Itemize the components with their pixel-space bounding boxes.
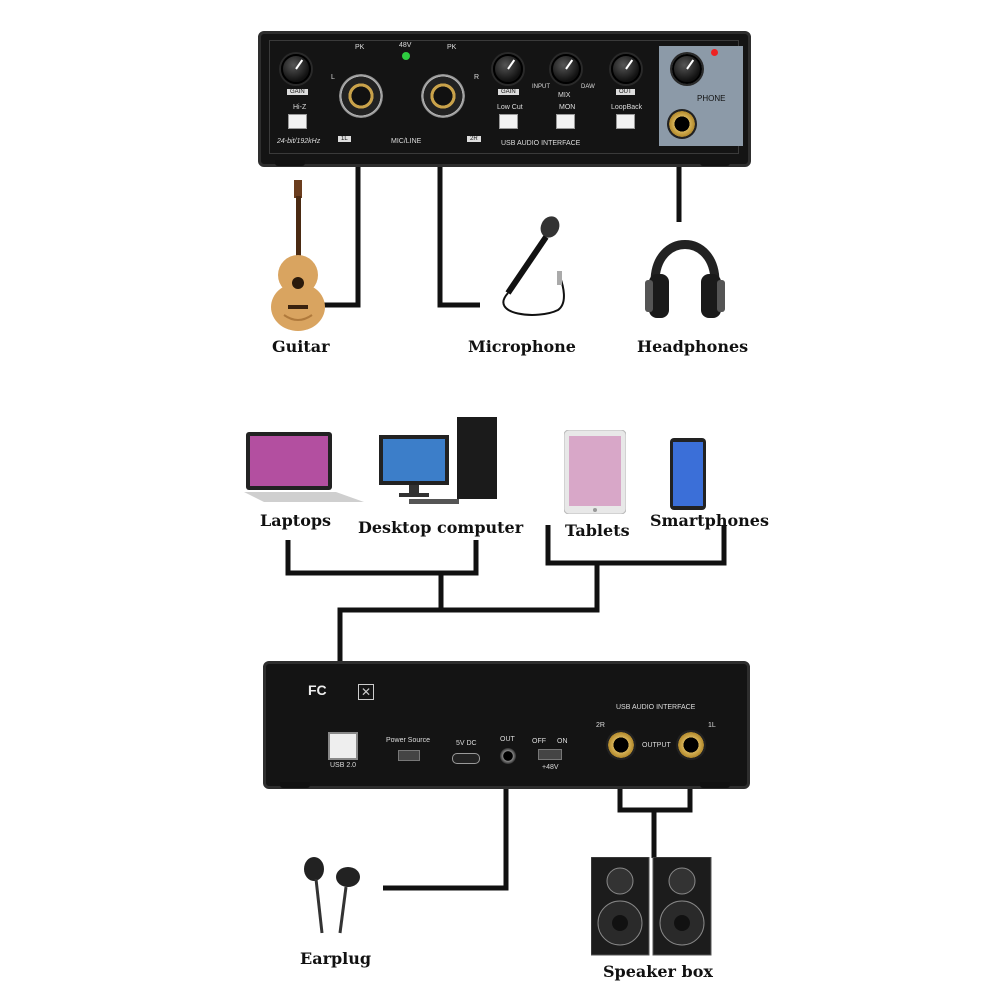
out-knob[interactable] bbox=[611, 54, 641, 84]
usb-label: USB 2.0 bbox=[330, 762, 357, 769]
guitar-wire bbox=[322, 165, 361, 308]
gain-2-label: GAIN bbox=[498, 89, 519, 95]
usb-port[interactable] bbox=[328, 732, 358, 760]
daw-label: DAW bbox=[581, 84, 595, 90]
earplug-caption: Earplug bbox=[300, 949, 372, 968]
on-label: ON bbox=[557, 738, 568, 745]
pk-1-label: PK bbox=[355, 44, 365, 51]
smartphone-icon bbox=[670, 438, 706, 510]
lowcut-button[interactable] bbox=[499, 114, 518, 129]
usb-interface-label: USB AUDIO INTERFACE bbox=[501, 140, 581, 147]
fc-mark: FC bbox=[308, 682, 327, 698]
phantom-led bbox=[402, 52, 410, 60]
headphones-icon bbox=[645, 240, 725, 318]
ch1-badge: 1L bbox=[338, 136, 351, 142]
rear-foot-right bbox=[700, 782, 730, 788]
out-jack[interactable] bbox=[500, 748, 516, 764]
laptop-desktop-bracket bbox=[285, 540, 479, 576]
mon-button[interactable] bbox=[556, 114, 575, 129]
phone-jack[interactable] bbox=[667, 109, 697, 139]
phantom-label: 48V bbox=[399, 42, 412, 49]
hiz-button[interactable] bbox=[288, 114, 307, 129]
front-panel: GAIN Hi-Z 24-bit/192kHz L PK 48V PK R 1L… bbox=[258, 31, 751, 167]
laptop-icon bbox=[244, 432, 364, 502]
loopback-label: LoopBack bbox=[611, 104, 643, 111]
clip-led bbox=[711, 49, 718, 56]
rear-panel: FC ✕ USB 2.0 Power Source 5V DC OUT OFF … bbox=[263, 661, 750, 789]
l-label: L bbox=[331, 74, 335, 81]
r-label: R bbox=[474, 74, 480, 81]
guitar-icon bbox=[271, 180, 325, 331]
input-1-combo-jack[interactable] bbox=[339, 74, 383, 118]
phone-label: PHONE bbox=[697, 94, 726, 103]
mix-knob[interactable] bbox=[551, 54, 581, 84]
desktop-computer-icon bbox=[379, 417, 497, 504]
pk-2-label: PK bbox=[447, 44, 457, 51]
output-2r-jack[interactable] bbox=[606, 730, 636, 760]
mix-label: MIX bbox=[558, 92, 571, 99]
laptops-caption: Laptops bbox=[260, 511, 332, 530]
out-label: OUT bbox=[500, 736, 515, 743]
headphones-caption: Headphones bbox=[637, 337, 749, 356]
dc-port[interactable] bbox=[452, 753, 480, 764]
micline-label: MIC/LINE bbox=[391, 138, 422, 145]
microphone-icon bbox=[502, 216, 565, 316]
tablets-caption: Tablets bbox=[565, 521, 630, 540]
gain-1-label: GAIN bbox=[287, 89, 308, 95]
microphone-wire bbox=[437, 165, 480, 308]
guitar-caption: Guitar bbox=[272, 337, 330, 356]
gain-1-knob[interactable] bbox=[281, 54, 311, 84]
output-1l-jack[interactable] bbox=[676, 730, 706, 760]
phantom-label: +48V bbox=[542, 764, 559, 771]
output-label: OUTPUT bbox=[642, 742, 671, 749]
earplug-icon bbox=[304, 857, 360, 934]
gain-2-knob[interactable] bbox=[493, 54, 523, 84]
phone-knob[interactable] bbox=[672, 54, 702, 84]
input-2-combo-jack[interactable] bbox=[421, 74, 465, 118]
ch2-label: 2R bbox=[596, 722, 605, 729]
weee-icon: ✕ bbox=[358, 684, 374, 700]
out-label: OUT bbox=[616, 89, 635, 95]
usb-hub-wire bbox=[438, 563, 600, 613]
speaker-box-icon bbox=[591, 857, 712, 956]
lowcut-label: Low Cut bbox=[497, 104, 523, 111]
front-foot-right bbox=[700, 160, 730, 166]
phantom-switch[interactable] bbox=[538, 749, 562, 760]
front-foot-left bbox=[275, 160, 305, 166]
loopback-button[interactable] bbox=[616, 114, 635, 129]
desktop-caption: Desktop computer bbox=[358, 518, 524, 537]
ch2-badge: 2R bbox=[467, 136, 481, 142]
power-source-label: Power Source bbox=[386, 737, 430, 744]
smartphones-caption: Smartphones bbox=[650, 511, 769, 530]
tablet-icon bbox=[564, 430, 626, 514]
tablet-phone-bracket bbox=[545, 525, 727, 566]
usb-interface-label: USB AUDIO INTERFACE bbox=[616, 704, 696, 711]
rear-foot-left bbox=[280, 782, 310, 788]
mon-label: MON bbox=[559, 104, 576, 111]
hiz-label: Hi-Z bbox=[293, 104, 307, 111]
microphone-caption: Microphone bbox=[468, 337, 576, 356]
power-source-switch[interactable] bbox=[398, 750, 420, 761]
speaker-caption: Speaker box bbox=[603, 962, 713, 981]
bitrate-label: 24-bit/192kHz bbox=[277, 138, 321, 145]
input-label: INPUT bbox=[532, 84, 550, 90]
dc-label: 5V DC bbox=[456, 740, 477, 747]
earplug-wire bbox=[383, 765, 509, 891]
off-label: OFF bbox=[532, 738, 546, 745]
ch1-label: 1L bbox=[708, 722, 716, 729]
